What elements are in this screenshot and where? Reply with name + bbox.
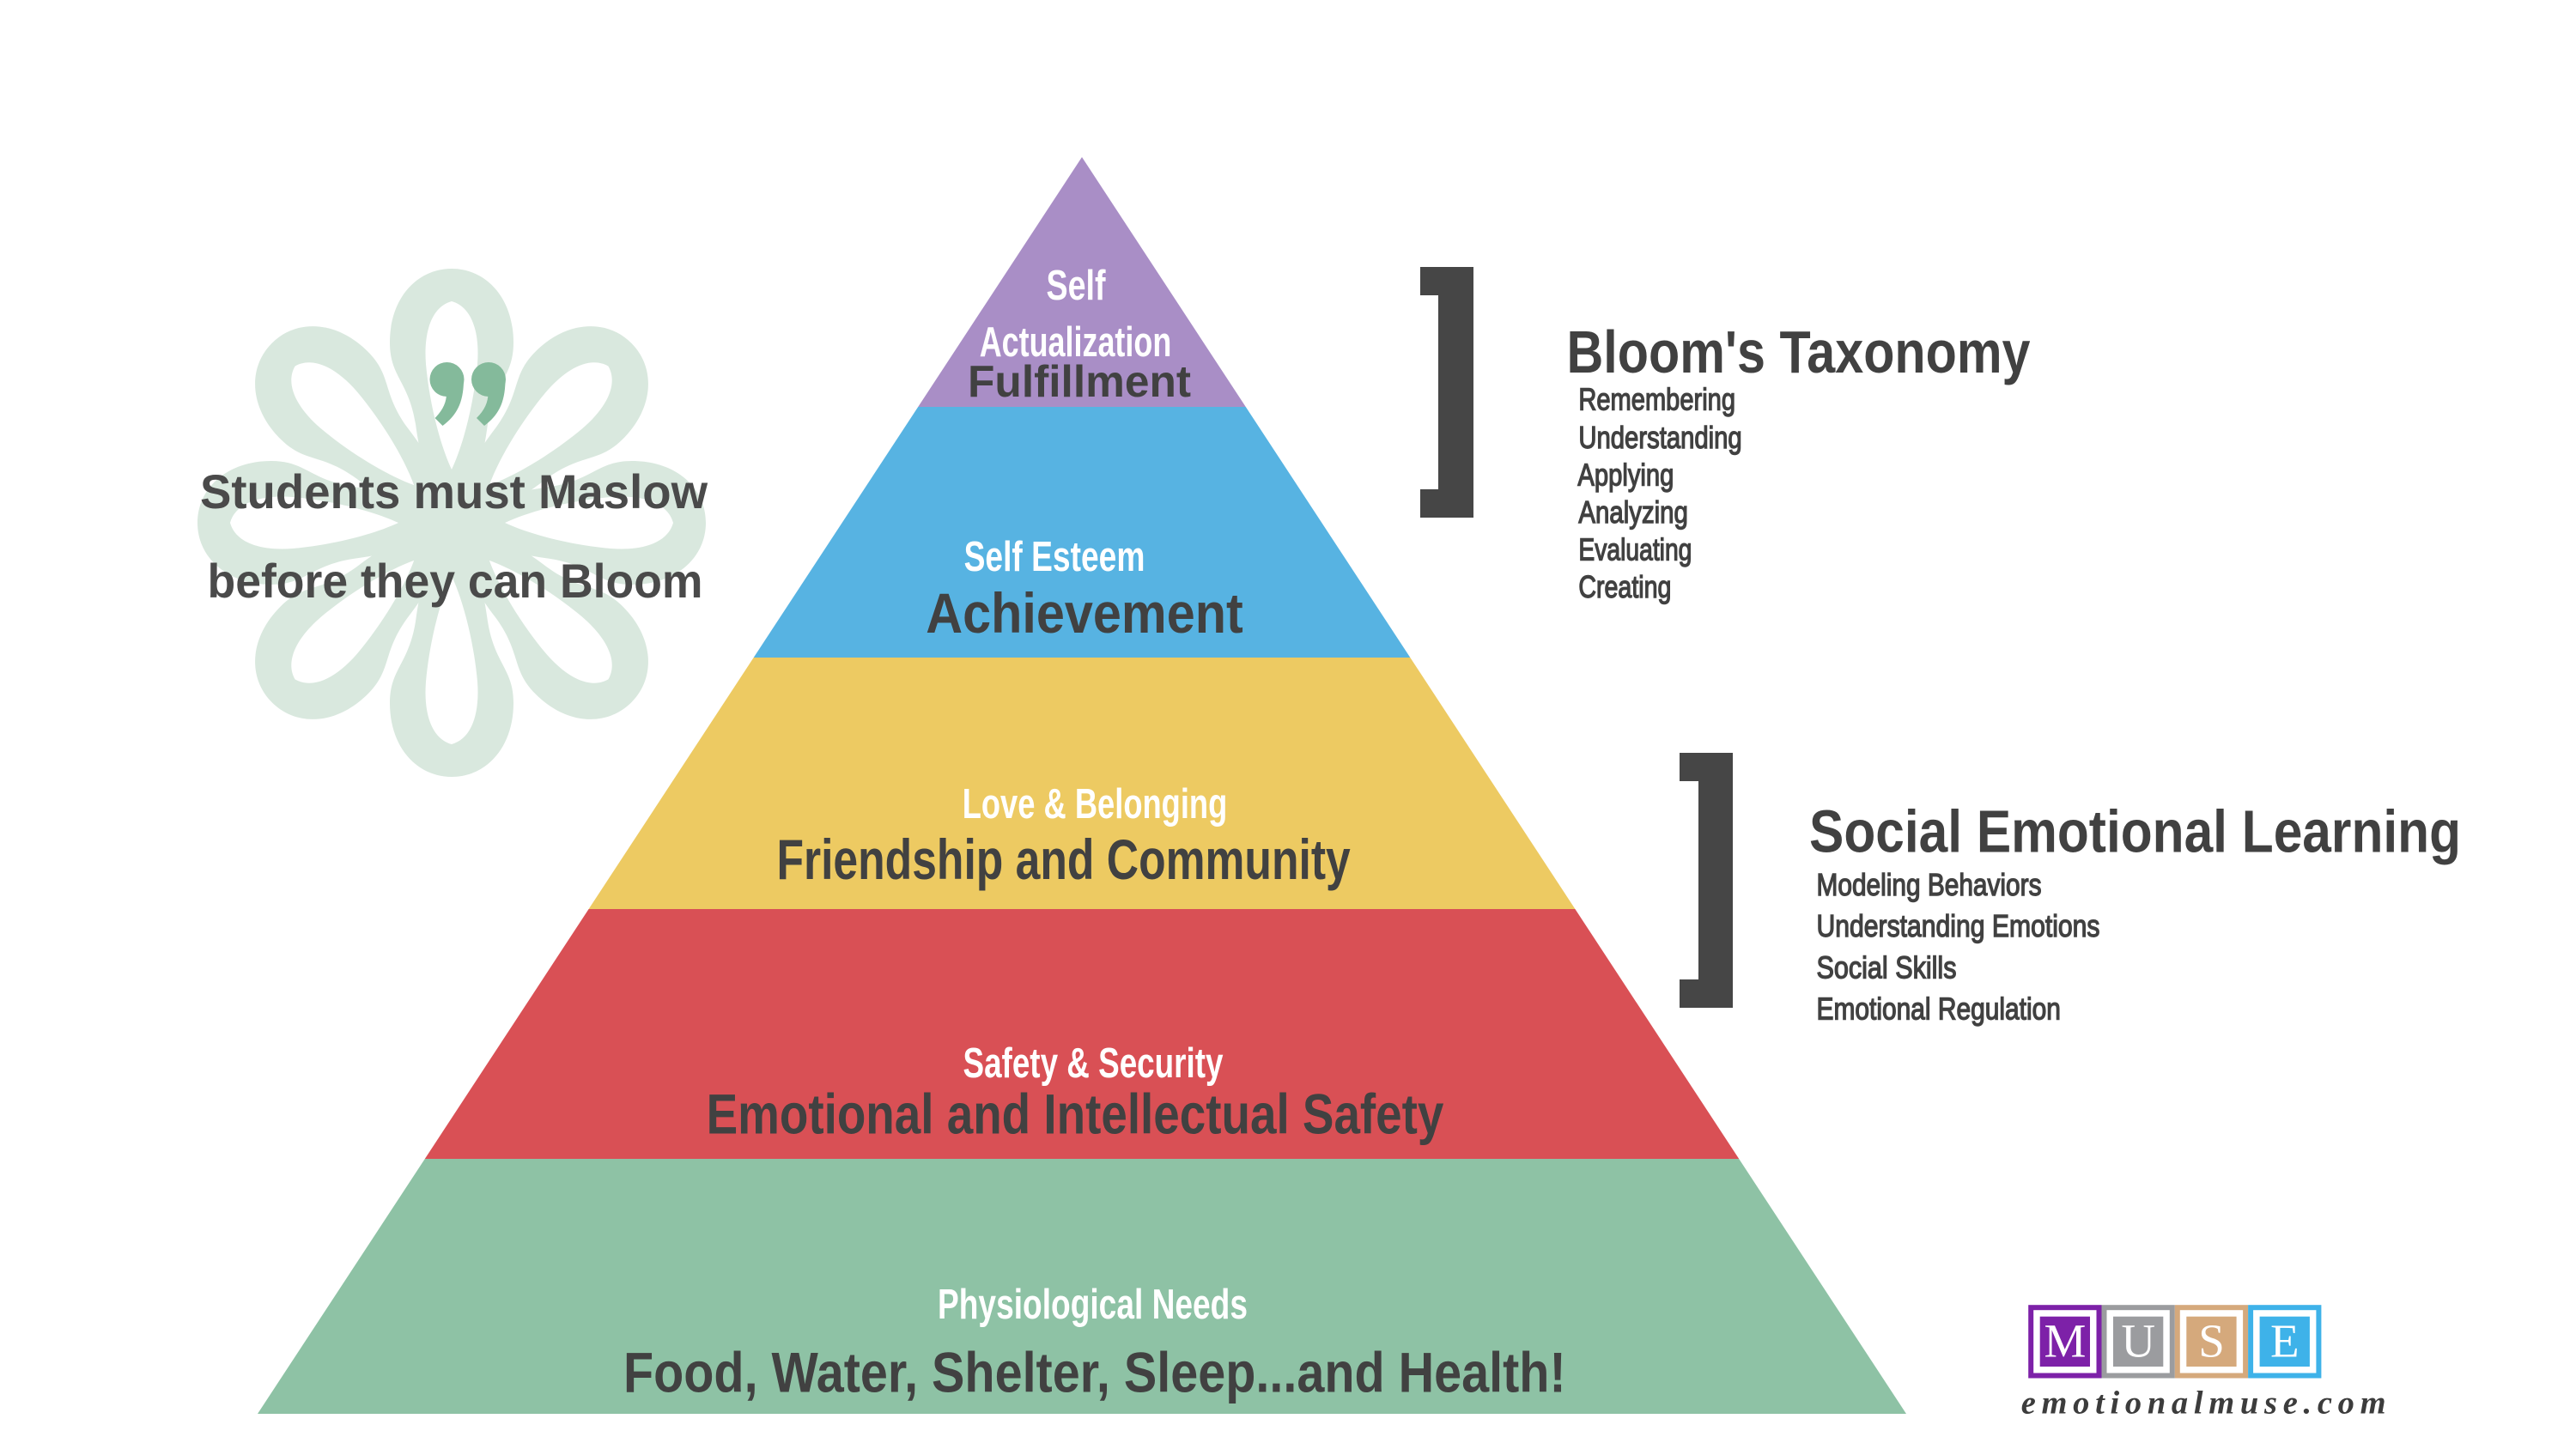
svg-text:Safety & Security: Safety & Security — [963, 1040, 1224, 1087]
svg-text:Food, Water, Shelter, Sleep...: Food, Water, Shelter, Sleep...and Health… — [623, 1341, 1566, 1404]
svg-text:Achievement: Achievement — [926, 581, 1243, 645]
svg-text:Understanding Emotions: Understanding Emotions — [1817, 908, 2100, 943]
svg-text:before they can Bloom: before they can Bloom — [208, 554, 703, 608]
svg-text:M: M — [2044, 1315, 2086, 1367]
svg-text:E: E — [2270, 1315, 2300, 1367]
svg-text:Social Skills: Social Skills — [1817, 949, 1957, 985]
svg-text:Friendship and Community: Friendship and Community — [776, 828, 1351, 891]
svg-text:Evaluating: Evaluating — [1578, 532, 1692, 567]
svg-text:Bloom's Taxonomy: Bloom's Taxonomy — [1567, 318, 2031, 385]
svg-text:Modeling Behaviors: Modeling Behaviors — [1817, 867, 2042, 902]
svg-text:emotionalmuse.com: emotionalmuse.com — [2021, 1385, 2392, 1422]
svg-text:Analyzing: Analyzing — [1578, 494, 1688, 530]
svg-text:Applying: Applying — [1577, 458, 1674, 493]
svg-text:Creating: Creating — [1578, 569, 1671, 604]
svg-text:Remembering: Remembering — [1578, 382, 1735, 417]
svg-text:Understanding: Understanding — [1578, 420, 1741, 455]
svg-text:S: S — [2198, 1315, 2225, 1367]
svg-text:Physiological Needs: Physiological Needs — [938, 1282, 1248, 1328]
svg-text:Emotional Regulation: Emotional Regulation — [1817, 991, 2061, 1027]
svg-text:Self: Self — [1047, 263, 1107, 309]
svg-text:Love & Belonging: Love & Belonging — [963, 781, 1228, 828]
svg-text:Social Emotional Learning: Social Emotional Learning — [1809, 798, 2461, 865]
svg-text:Actualization: Actualization — [980, 319, 1172, 366]
svg-text:U: U — [2121, 1315, 2155, 1367]
svg-text:Emotional and Intellectual Saf: Emotional and Intellectual Safety — [707, 1082, 1444, 1146]
svg-text:Students must Maslow: Students must Maslow — [200, 464, 708, 518]
svg-text:Self Esteem: Self Esteem — [964, 534, 1145, 580]
svg-text:Fulfillment: Fulfillment — [968, 357, 1191, 407]
